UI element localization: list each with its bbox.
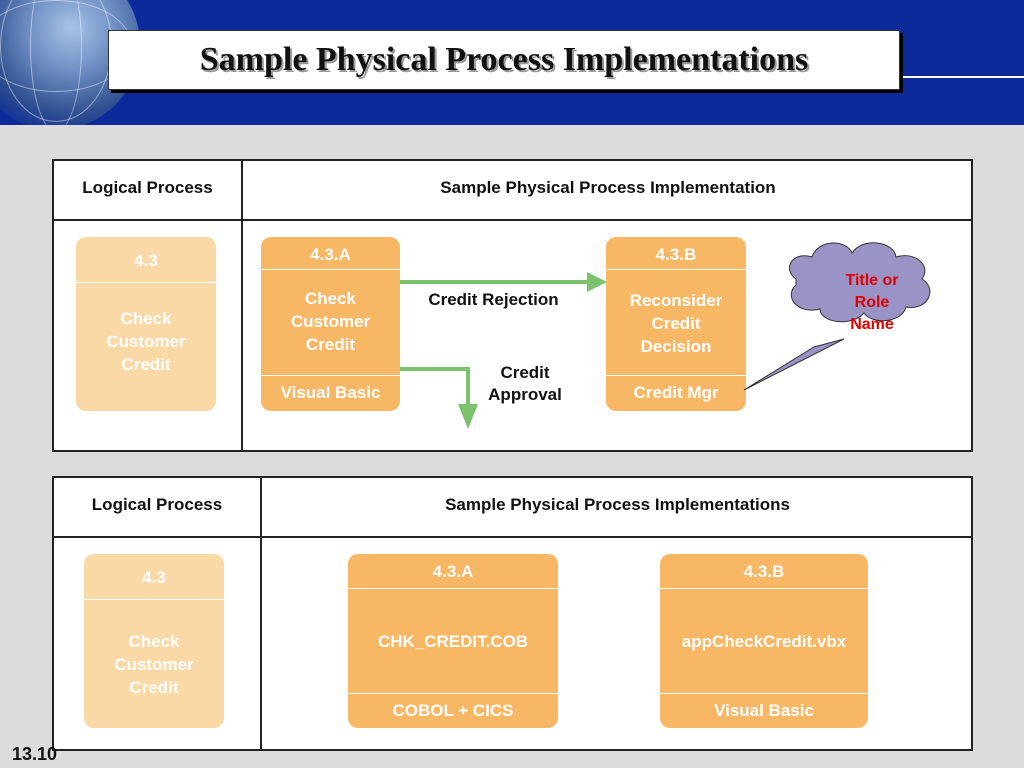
- credit-rejection-arrow: [400, 272, 607, 292]
- column-header-physical: Sample Physical Process Implementations: [445, 495, 790, 514]
- column-header-logical: Logical Process: [91, 495, 223, 514]
- process-id: 4.3.B: [655, 245, 697, 264]
- credit-rejection-label: Credit Rejection: [428, 290, 559, 309]
- callout-cloud: Title or Role Name: [743, 242, 931, 391]
- process-separator: [261, 269, 400, 270]
- process-box-4-3-a: 4.3.A CHK_CREDIT.COB COBOL + CICS: [348, 554, 558, 728]
- process-separator: [348, 588, 558, 589]
- process-name: Check Customer Credit: [106, 309, 186, 374]
- logical-process-box: 4.3 Check Customer Credit: [84, 554, 224, 728]
- column-header-logical: Logical Process: [82, 178, 213, 197]
- process-box-4-3-b: 4.3.B appCheckCredit.vbx Visual Basic: [660, 554, 868, 728]
- column-divider: [241, 161, 243, 450]
- process-separator: [606, 269, 746, 270]
- credit-approval-label: Credit Approval: [488, 363, 562, 404]
- header-rule: [898, 76, 1024, 78]
- logical-process-box: 4.3 Check Customer Credit: [76, 237, 216, 411]
- process-separator: [660, 693, 868, 694]
- page-title: Sample Physical Process Implementations: [199, 41, 809, 78]
- process-box-4-3-a: 4.3.A Check Customer Credit Visual Basic: [261, 237, 400, 411]
- process-name: CHK_CREDIT.COB: [377, 632, 529, 651]
- process-name: Reconsider Credit Decision: [629, 291, 723, 356]
- process-id: 4.3.A: [310, 245, 351, 264]
- process-implementation: Visual Basic: [280, 383, 381, 402]
- process-separator: [84, 599, 224, 600]
- process-implementation: Visual Basic: [714, 700, 814, 720]
- column-header-physical: Sample Physical Process Implementation: [440, 178, 776, 197]
- credit-approval-arrow: [400, 367, 478, 429]
- process-id: 4.3: [134, 251, 158, 270]
- process-name: appCheckCredit.vbx: [681, 632, 847, 651]
- page-number: 13.10: [12, 744, 58, 764]
- process-name: Check Customer Credit: [114, 632, 194, 697]
- process-box-4-3-b: 4.3.B Reconsider Credit Decision Credit …: [606, 237, 746, 411]
- process-id: 4.3.B: [743, 562, 785, 581]
- flow-arrows: Title or Role Name: [400, 242, 931, 429]
- header-divider: [54, 219, 971, 221]
- process-separator: [76, 282, 216, 283]
- process-separator: [606, 375, 746, 376]
- callout-line-1: Title or: [845, 272, 898, 289]
- process-separator: [348, 693, 558, 694]
- callout-line-2: Role: [855, 294, 890, 311]
- process-separator: [660, 588, 868, 589]
- process-implementation: Credit Mgr: [633, 383, 719, 402]
- process-implementation: COBOL + CICS: [392, 700, 514, 720]
- process-separator: [261, 375, 400, 376]
- title-box: Sample Physical Process Implementations: [108, 30, 900, 90]
- column-divider: [260, 478, 262, 749]
- process-name: Check Customer Credit: [290, 289, 371, 354]
- header-divider: [54, 536, 971, 538]
- table-single-implementation: Logical Process Sample Physical Process …: [52, 159, 973, 452]
- process-id: 4.3.A: [432, 562, 474, 581]
- callout-line-3: Name: [850, 316, 894, 333]
- process-id: 4.3: [142, 568, 166, 587]
- table-multiple-implementations: Logical Process Sample Physical Process …: [52, 476, 973, 751]
